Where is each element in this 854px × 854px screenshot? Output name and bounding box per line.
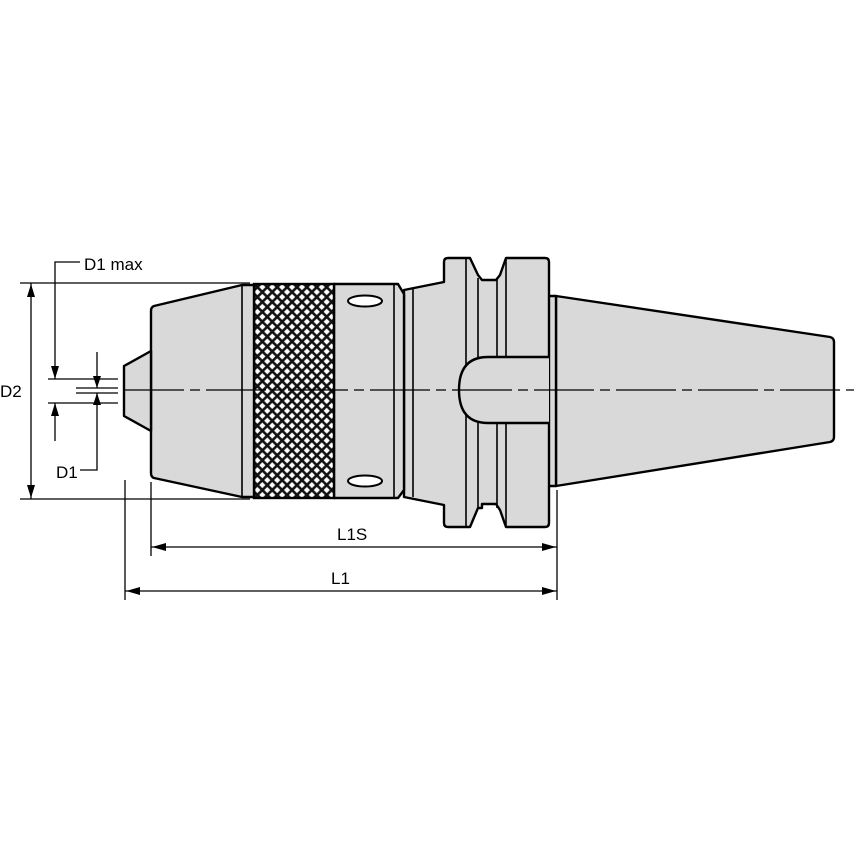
slot-upper [347,294,383,308]
label-d1: D1 [56,463,78,482]
d2-dimension [20,282,250,500]
label-d2: D2 [0,382,22,401]
label-d1-max: D1 max [84,255,143,274]
label-l1s: L1S [337,525,367,544]
taper-shank [554,294,836,488]
chuck-body [332,282,406,500]
length-dimensions [124,480,558,600]
chuck-nose [122,283,256,499]
v-flange [402,256,551,529]
label-l1: L1 [331,569,350,588]
knurled-sleeve [252,282,336,500]
slot-lower [347,474,383,488]
d1-dimension [48,261,118,471]
